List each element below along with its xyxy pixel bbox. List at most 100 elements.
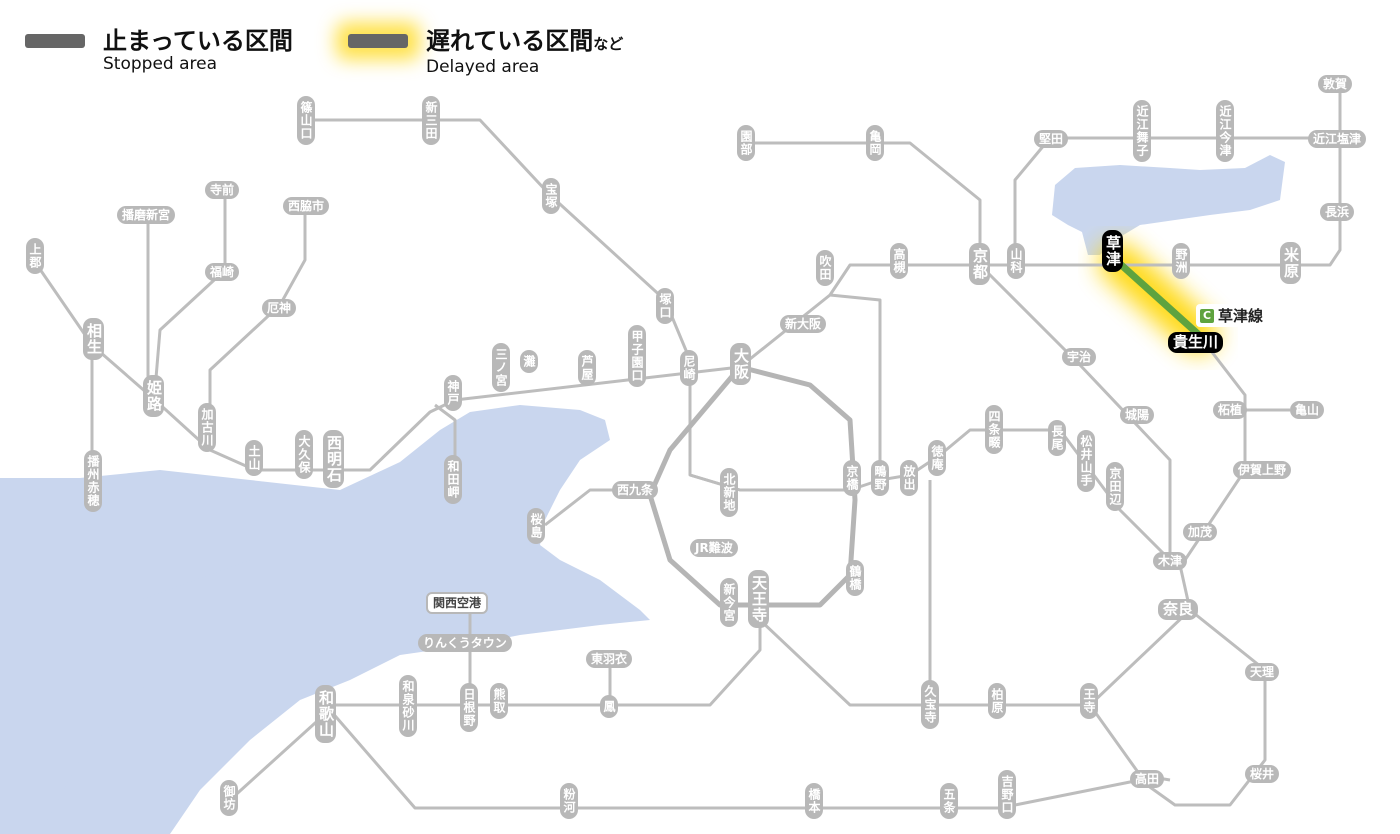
station-oji[interactable]: 王寺: [1080, 683, 1098, 719]
station-omiimazu[interactable]: 近江今津: [1216, 100, 1234, 162]
station-kakogawa[interactable]: 加古川: [198, 403, 216, 452]
station-wakayama[interactable]: 和歌山: [315, 685, 336, 743]
station-maibara[interactable]: 米原: [1280, 242, 1301, 284]
station-kamigori[interactable]: 上郡: [26, 238, 44, 274]
station-nagao[interactable]: 長尾: [1048, 420, 1066, 456]
station-takatsuki[interactable]: 高槻: [890, 243, 908, 279]
legend-stopped-en: Stopped area: [103, 54, 218, 74]
station-gobo[interactable]: 御坊: [220, 780, 238, 816]
station-kameyama[interactable]: 亀山: [1290, 401, 1325, 419]
line-badge: C: [1200, 308, 1214, 323]
station-tsuge[interactable]: 柘植: [1213, 401, 1248, 419]
station-kamo[interactable]: 加茂: [1183, 523, 1218, 541]
station-wadamisaki[interactable]: 和田岬: [444, 455, 462, 504]
station-koshienguchi[interactable]: 甲子園口: [628, 325, 646, 387]
station-omishiotsu[interactable]: 近江塩津: [1308, 130, 1367, 148]
station-kyobashi[interactable]: 京橋: [843, 460, 861, 496]
station-shinimamiya[interactable]: 新今宮: [720, 578, 738, 627]
station-sannomiya[interactable]: 三ノ宮: [492, 343, 510, 392]
station-osaka[interactable]: 大阪: [730, 343, 751, 385]
station-rinkutown[interactable]: りんくうタウン: [418, 634, 512, 652]
station-okubo[interactable]: 大久保: [295, 430, 313, 479]
station-nishiakashi[interactable]: 西明石: [323, 430, 344, 488]
station-dokiyama[interactable]: 土山: [245, 440, 263, 476]
station-nada[interactable]: 灘: [520, 350, 538, 373]
station-kashiwara[interactable]: 柏原: [988, 683, 1006, 719]
delayed-swatch: [348, 34, 408, 48]
legend-delayed-ja: 遅れている区間など: [426, 28, 623, 57]
station-matsuiyamate[interactable]: 松井山手: [1077, 430, 1095, 492]
station-yakujin[interactable]: 厄神: [262, 299, 297, 317]
station-shigino[interactable]: 鴫野: [871, 460, 889, 496]
station-tsukaguchi[interactable]: 塚口: [656, 288, 674, 324]
station-izumisunagawa[interactable]: 和泉砂川: [399, 675, 417, 737]
station-kansaiairport[interactable]: 関西空港: [426, 592, 489, 614]
station-kyotanabe[interactable]: 京田辺: [1106, 462, 1124, 511]
station-tokuan[interactable]: 徳庵: [928, 440, 946, 476]
kusatsu-line-segment: [1114, 258, 1202, 338]
station-nishiwakishi[interactable]: 西脇市: [283, 197, 330, 215]
legend-stopped: 止まっている区間 Stopped area: [25, 28, 293, 74]
station-shinosaka[interactable]: 新大阪: [780, 315, 827, 333]
station-aioi[interactable]: 相生: [83, 318, 104, 360]
station-katata[interactable]: 堅田: [1034, 130, 1069, 148]
station-himeji[interactable]: 姫路: [143, 375, 164, 417]
kusatsu-line-label[interactable]: C 草津線: [1196, 304, 1268, 327]
osaka-bay-sea: [0, 405, 650, 834]
station-kokawa[interactable]: 粉河: [560, 783, 578, 819]
station-gojo[interactable]: 五条: [940, 783, 958, 819]
legend-stopped-ja: 止まっている区間: [103, 27, 293, 55]
station-nishikujo[interactable]: 西九条: [612, 481, 659, 499]
station-kitashinchi[interactable]: 北新地: [720, 468, 738, 517]
station-uji[interactable]: 宇治: [1062, 348, 1097, 366]
station-higashihagoromo[interactable]: 東羽衣: [586, 650, 633, 668]
station-jrnamba[interactable]: JR難波: [690, 539, 738, 557]
line-name: 草津線: [1218, 307, 1264, 325]
station-hashimoto[interactable]: 橋本: [805, 783, 823, 819]
station-ashiya[interactable]: 芦屋: [578, 350, 596, 386]
station-tsuruhashi[interactable]: 鶴橋: [846, 560, 864, 596]
station-kyuhoji[interactable]: 久宝寺: [921, 680, 939, 729]
station-banshuako[interactable]: 播州赤穂: [84, 450, 102, 512]
station-kumatori[interactable]: 熊取: [490, 683, 508, 719]
station-tenri[interactable]: 天理: [1245, 663, 1280, 681]
station-kibukawa[interactable]: 貴生川: [1168, 332, 1224, 353]
station-sasayamaguchi[interactable]: 篠山口: [297, 96, 315, 145]
station-shinsanda[interactable]: 新三田: [422, 96, 440, 145]
station-hineno[interactable]: 日根野: [460, 683, 478, 732]
station-takarazuka[interactable]: 宝塚: [542, 178, 560, 214]
station-otori[interactable]: 鳳: [600, 695, 618, 718]
station-igaueno[interactable]: 伊賀上野: [1233, 461, 1292, 479]
station-kusatsu[interactable]: 草津: [1102, 230, 1123, 272]
station-shijonawate[interactable]: 四条畷: [985, 405, 1003, 454]
legend-delayed-suffix: など: [593, 35, 624, 53]
station-nara[interactable]: 奈良: [1158, 599, 1199, 620]
station-kobe[interactable]: 神戸: [444, 375, 462, 411]
station-yoshinoguchi[interactable]: 吉野口: [998, 770, 1016, 819]
station-sakurai[interactable]: 桜井: [1245, 765, 1280, 783]
station-amagasaki[interactable]: 尼崎: [680, 350, 698, 386]
station-suita[interactable]: 吹田: [816, 250, 834, 286]
station-yamashina[interactable]: 山科: [1007, 243, 1025, 279]
legend-delayed: 遅れている区間など Delayed area: [348, 28, 623, 77]
station-hanaten[interactable]: 放出: [900, 460, 918, 496]
station-yasu[interactable]: 野洲: [1172, 243, 1190, 279]
station-takada[interactable]: 高田: [1130, 770, 1165, 788]
station-jojo[interactable]: 城陽: [1120, 406, 1155, 424]
station-tennoji[interactable]: 天王寺: [748, 570, 769, 628]
legend-delayed-en: Delayed area: [426, 57, 540, 77]
station-kameoka[interactable]: 亀岡: [866, 125, 884, 161]
station-kizu[interactable]: 木津: [1153, 552, 1188, 570]
station-fukusaki[interactable]: 福崎: [205, 263, 240, 281]
station-sakurajima[interactable]: 桜島: [527, 508, 545, 544]
station-harimashingu[interactable]: 播磨新宮: [117, 206, 176, 224]
station-tsuruga[interactable]: 敦賀: [1318, 75, 1353, 93]
station-sonobe[interactable]: 園部: [737, 125, 755, 161]
station-teramae[interactable]: 寺前: [205, 181, 240, 199]
station-kyoto[interactable]: 京都: [969, 243, 990, 285]
osaka-bay-inner: [0, 555, 300, 834]
legend-delayed-ja-main: 遅れている区間: [426, 27, 594, 55]
station-omimaiko[interactable]: 近江舞子: [1133, 100, 1151, 162]
station-nagahama[interactable]: 長浜: [1320, 203, 1355, 221]
